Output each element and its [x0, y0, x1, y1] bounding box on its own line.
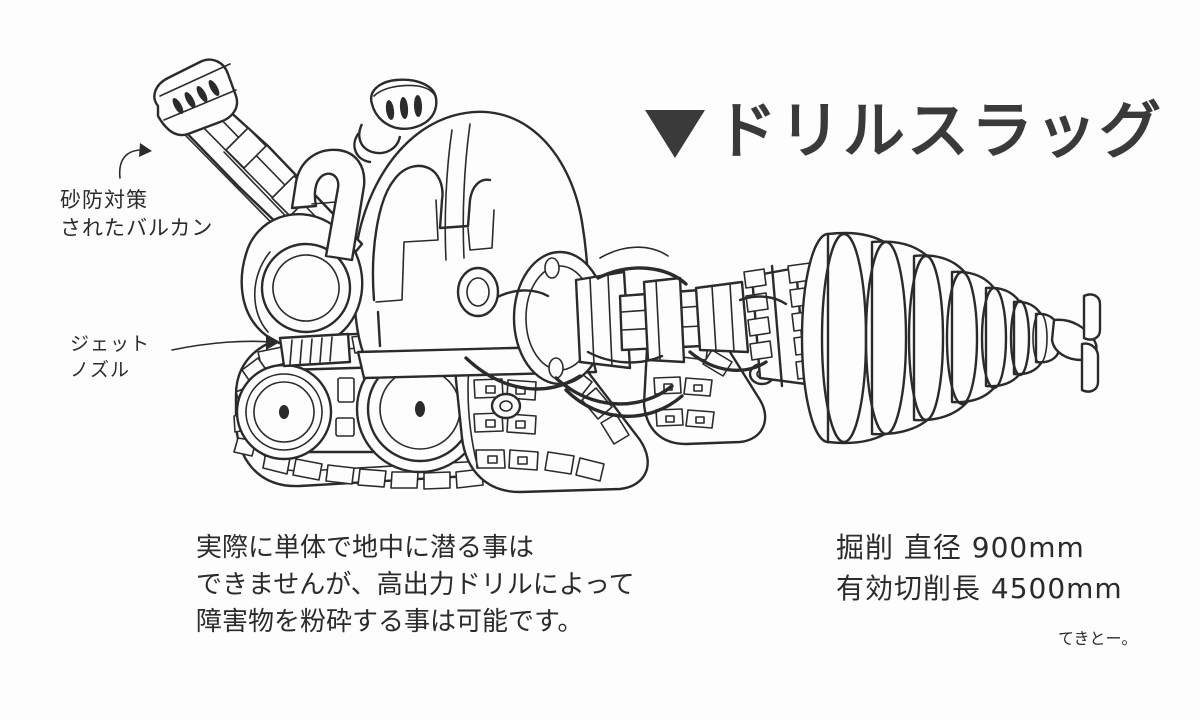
annotation-vulcan-line1: 砂防対策: [60, 188, 148, 212]
tank-tread-right: [454, 336, 649, 494]
annotation-vulcan: 砂防対策 されたバルカン: [60, 186, 213, 243]
spec-cutting-length: 有効切削長 4500mm: [836, 571, 1123, 605]
description-line1: 実際に単体で地中に潜る事は: [196, 533, 535, 563]
annotation-jet-nozzle: ジェット ノズル: [70, 332, 150, 383]
spec-bore-diameter: 掘削 直径 900mm: [836, 531, 1085, 564]
specifications: 掘削 直径 900mm 有効切削長 4500mm: [836, 528, 1123, 609]
description-line3: 障害物を粉砕する事は可能です。: [196, 606, 584, 637]
triangle-marker-icon: [645, 110, 705, 158]
annotation-jet-line2: ノズル: [70, 358, 131, 381]
description-line2: できませんが、高出力ドリルによって: [196, 569, 635, 600]
hull-linkage: [586, 246, 788, 372]
title-text: ドリルスラッグ: [715, 94, 1164, 167]
arrow-jet: [171, 334, 280, 351]
vulcan-gatling-gun: [153, 58, 364, 368]
annotation-vulcan-line2: されたバルカン: [60, 216, 214, 241]
conical-drill-head: [800, 231, 1102, 445]
spec-note: てきとー。: [1058, 629, 1138, 648]
drive-shaft-assembly: [456, 250, 776, 420]
exhaust-vent-stack: [353, 78, 438, 164]
hose-gun-to-body: [290, 148, 366, 262]
page-title: ドリルスラッグ: [645, 100, 1163, 162]
road-wheel-front: [235, 363, 333, 461]
description-paragraph: 実際に単体で地中に潜る事は できませんが、高出力ドリルによって 障害物を粉砕する…: [196, 530, 635, 641]
drill-tip-pins: [1080, 293, 1102, 393]
annotation-jet-line1: ジェット: [70, 333, 151, 355]
arrow-vulcan: [118, 143, 152, 179]
